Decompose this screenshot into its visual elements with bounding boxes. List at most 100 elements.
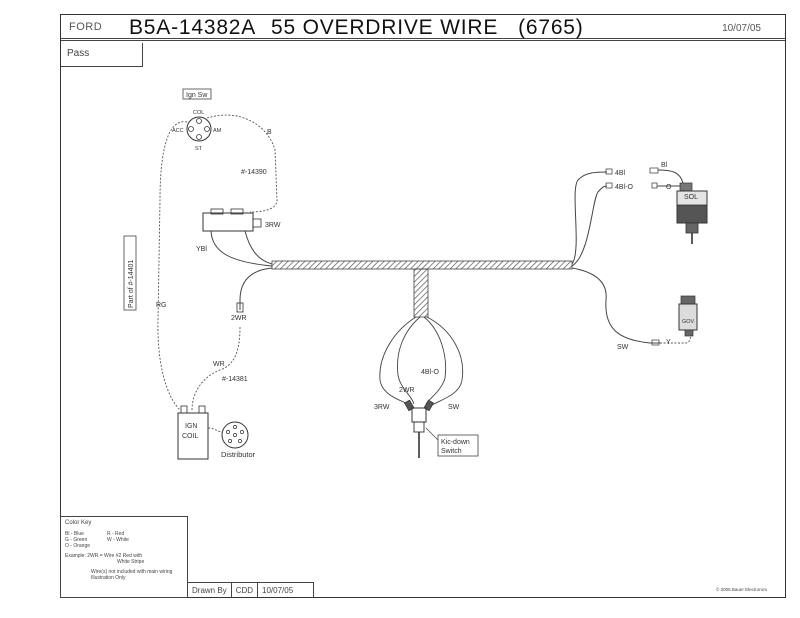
acc-label: ACC (172, 128, 184, 134)
color-key-entry: O - Orange (65, 543, 91, 549)
maker-label: FORD (69, 21, 103, 33)
ign-sw-terminal-am (204, 126, 210, 132)
distributor-label: Distributor (221, 450, 256, 459)
ign-to-relay-wire (206, 114, 278, 213)
solenoid-band (676, 204, 708, 224)
color-key-entry: W - White (107, 537, 129, 543)
three-rw-mid-label: 3RW (374, 404, 390, 411)
kickdown-switch (411, 407, 427, 423)
part-number: B5A-14382A (129, 16, 257, 39)
kickdown-leader-line (425, 427, 439, 441)
kickdown-wire-4bl-o (423, 316, 447, 405)
header-date: 10/07/05 (722, 23, 761, 34)
ybl-label: YBl (196, 246, 207, 253)
harness-to-gov-wire (571, 267, 660, 344)
ign-sw-terminal-col (196, 118, 202, 124)
ign-sw-label: Ign Sw (186, 92, 208, 99)
ignition-coil (177, 412, 209, 460)
harness-branch-down (413, 268, 429, 318)
o-connector (651, 182, 658, 189)
color-key-note-1: Wire(s) not included with main wiring (91, 569, 173, 575)
st-label: ST (195, 146, 203, 152)
drawn-by-block: Drawn By CDD 10/07/05 (188, 582, 314, 598)
relay-terminal-a (210, 208, 224, 215)
distributor-terminal-2 (240, 430, 244, 434)
title-bar: FORD B5A-14382A 55 OVERDRIVE WIRE (6765)… (61, 15, 785, 41)
harness-to-2wr-wire (239, 267, 273, 310)
2wr-to-coil-wire (191, 326, 241, 411)
drawn-by-label: Drawn By (188, 583, 232, 598)
ign-coil-label-1: IGN (185, 423, 197, 430)
gov-connector (651, 339, 660, 346)
color-key-note-2: Illustration Only (91, 575, 126, 581)
wire-14381-label: #-14381 (222, 376, 248, 383)
sw-right-label: SW (617, 344, 629, 351)
wire-14390-label: #-14390 (241, 169, 267, 176)
distributor-terminal-1 (233, 425, 237, 429)
relay-block (202, 212, 254, 232)
rg-label: RG (156, 302, 167, 309)
kickdown-connector-2 (423, 399, 435, 412)
coil-to-distributor-wire (207, 427, 223, 433)
am-label: AM (213, 128, 222, 134)
color-key-row: Bl - Blue R - Red (65, 531, 183, 537)
color-key-example-2: White Stripe (117, 559, 145, 565)
kickdown-wire-2wr (397, 316, 421, 405)
color-key-row: G - Green W - White (65, 537, 183, 543)
relay-to-harness-wire-2 (244, 230, 273, 265)
governor (678, 303, 698, 331)
o-top-label: O (666, 184, 672, 191)
y-right-label: Y (666, 339, 671, 346)
gov-label: GOV (682, 319, 695, 325)
title-text: 55 OVERDRIVE WIRE (271, 16, 499, 39)
vehicle-label: Pass (67, 48, 90, 59)
governor-cap (680, 295, 696, 305)
part-of-label: Part of #-14401 (128, 260, 135, 308)
four-bl-o-label: 4Bl-O (615, 184, 633, 191)
4bl-o-connector (605, 182, 613, 189)
drawing-sheet: FORD B5A-14382A 55 OVERDRIVE WIRE (6765)… (60, 14, 786, 598)
solenoid-base (685, 222, 699, 234)
title-ref: (6765) (518, 16, 584, 39)
kickdown-label-2: Switch (441, 448, 462, 455)
distributor-terminal-3 (238, 439, 242, 443)
kickdown-label-box (437, 434, 479, 457)
relay-side-terminal (252, 218, 262, 228)
bl-top-label: Bl (661, 162, 668, 169)
kickdown-switch-base (413, 421, 425, 433)
color-key-title: Color Key (65, 520, 92, 526)
relay-to-harness-wire-1 (210, 230, 273, 267)
two-wr-mid-label: 2WR (399, 387, 415, 394)
copyright-notice: © 2005 Bauer Electronics (716, 587, 768, 592)
coil-terminal-1 (180, 405, 188, 414)
vehicle-box: Pass (61, 43, 143, 67)
wr-label: WR (213, 361, 225, 368)
kickdown-wire-sw (426, 316, 464, 407)
solenoid-cap (679, 182, 693, 192)
color-key-row: O - Orange (65, 543, 183, 549)
distributor-terminal-6 (233, 433, 237, 437)
bl-to-sol-wire (657, 169, 684, 184)
four-bl-top-label: 4Bl (615, 170, 626, 177)
harness-to-4bl-o-wire (571, 185, 608, 267)
two-wr-label: 2WR (231, 315, 247, 322)
ign-to-coil-wire (157, 121, 188, 411)
harness-to-4bl-wire (571, 171, 608, 265)
b-label: B (267, 129, 272, 136)
kickdown-wire-3rw (379, 316, 417, 406)
ign-sw-label-box (182, 88, 212, 100)
ign-coil-label-2: COIL (182, 433, 198, 440)
color-key-example-1: Example: 2WR = Wire #2 Red with (65, 553, 143, 559)
2wr-connector (236, 302, 244, 313)
color-key-entry: Bl - Blue (65, 531, 84, 537)
part-of-label-box (123, 235, 137, 311)
bl-connector (649, 167, 659, 174)
four-bl-o-mid-label: 4Bl-O (421, 369, 439, 376)
sol-label: SOL (684, 194, 698, 201)
main-harness (271, 260, 573, 270)
distributor-terminal-4 (228, 439, 232, 443)
ignition-switch (186, 116, 212, 142)
color-key: Color Key Bl - Blue R - Red G - Green W … (60, 516, 188, 598)
color-key-entry (107, 543, 149, 549)
